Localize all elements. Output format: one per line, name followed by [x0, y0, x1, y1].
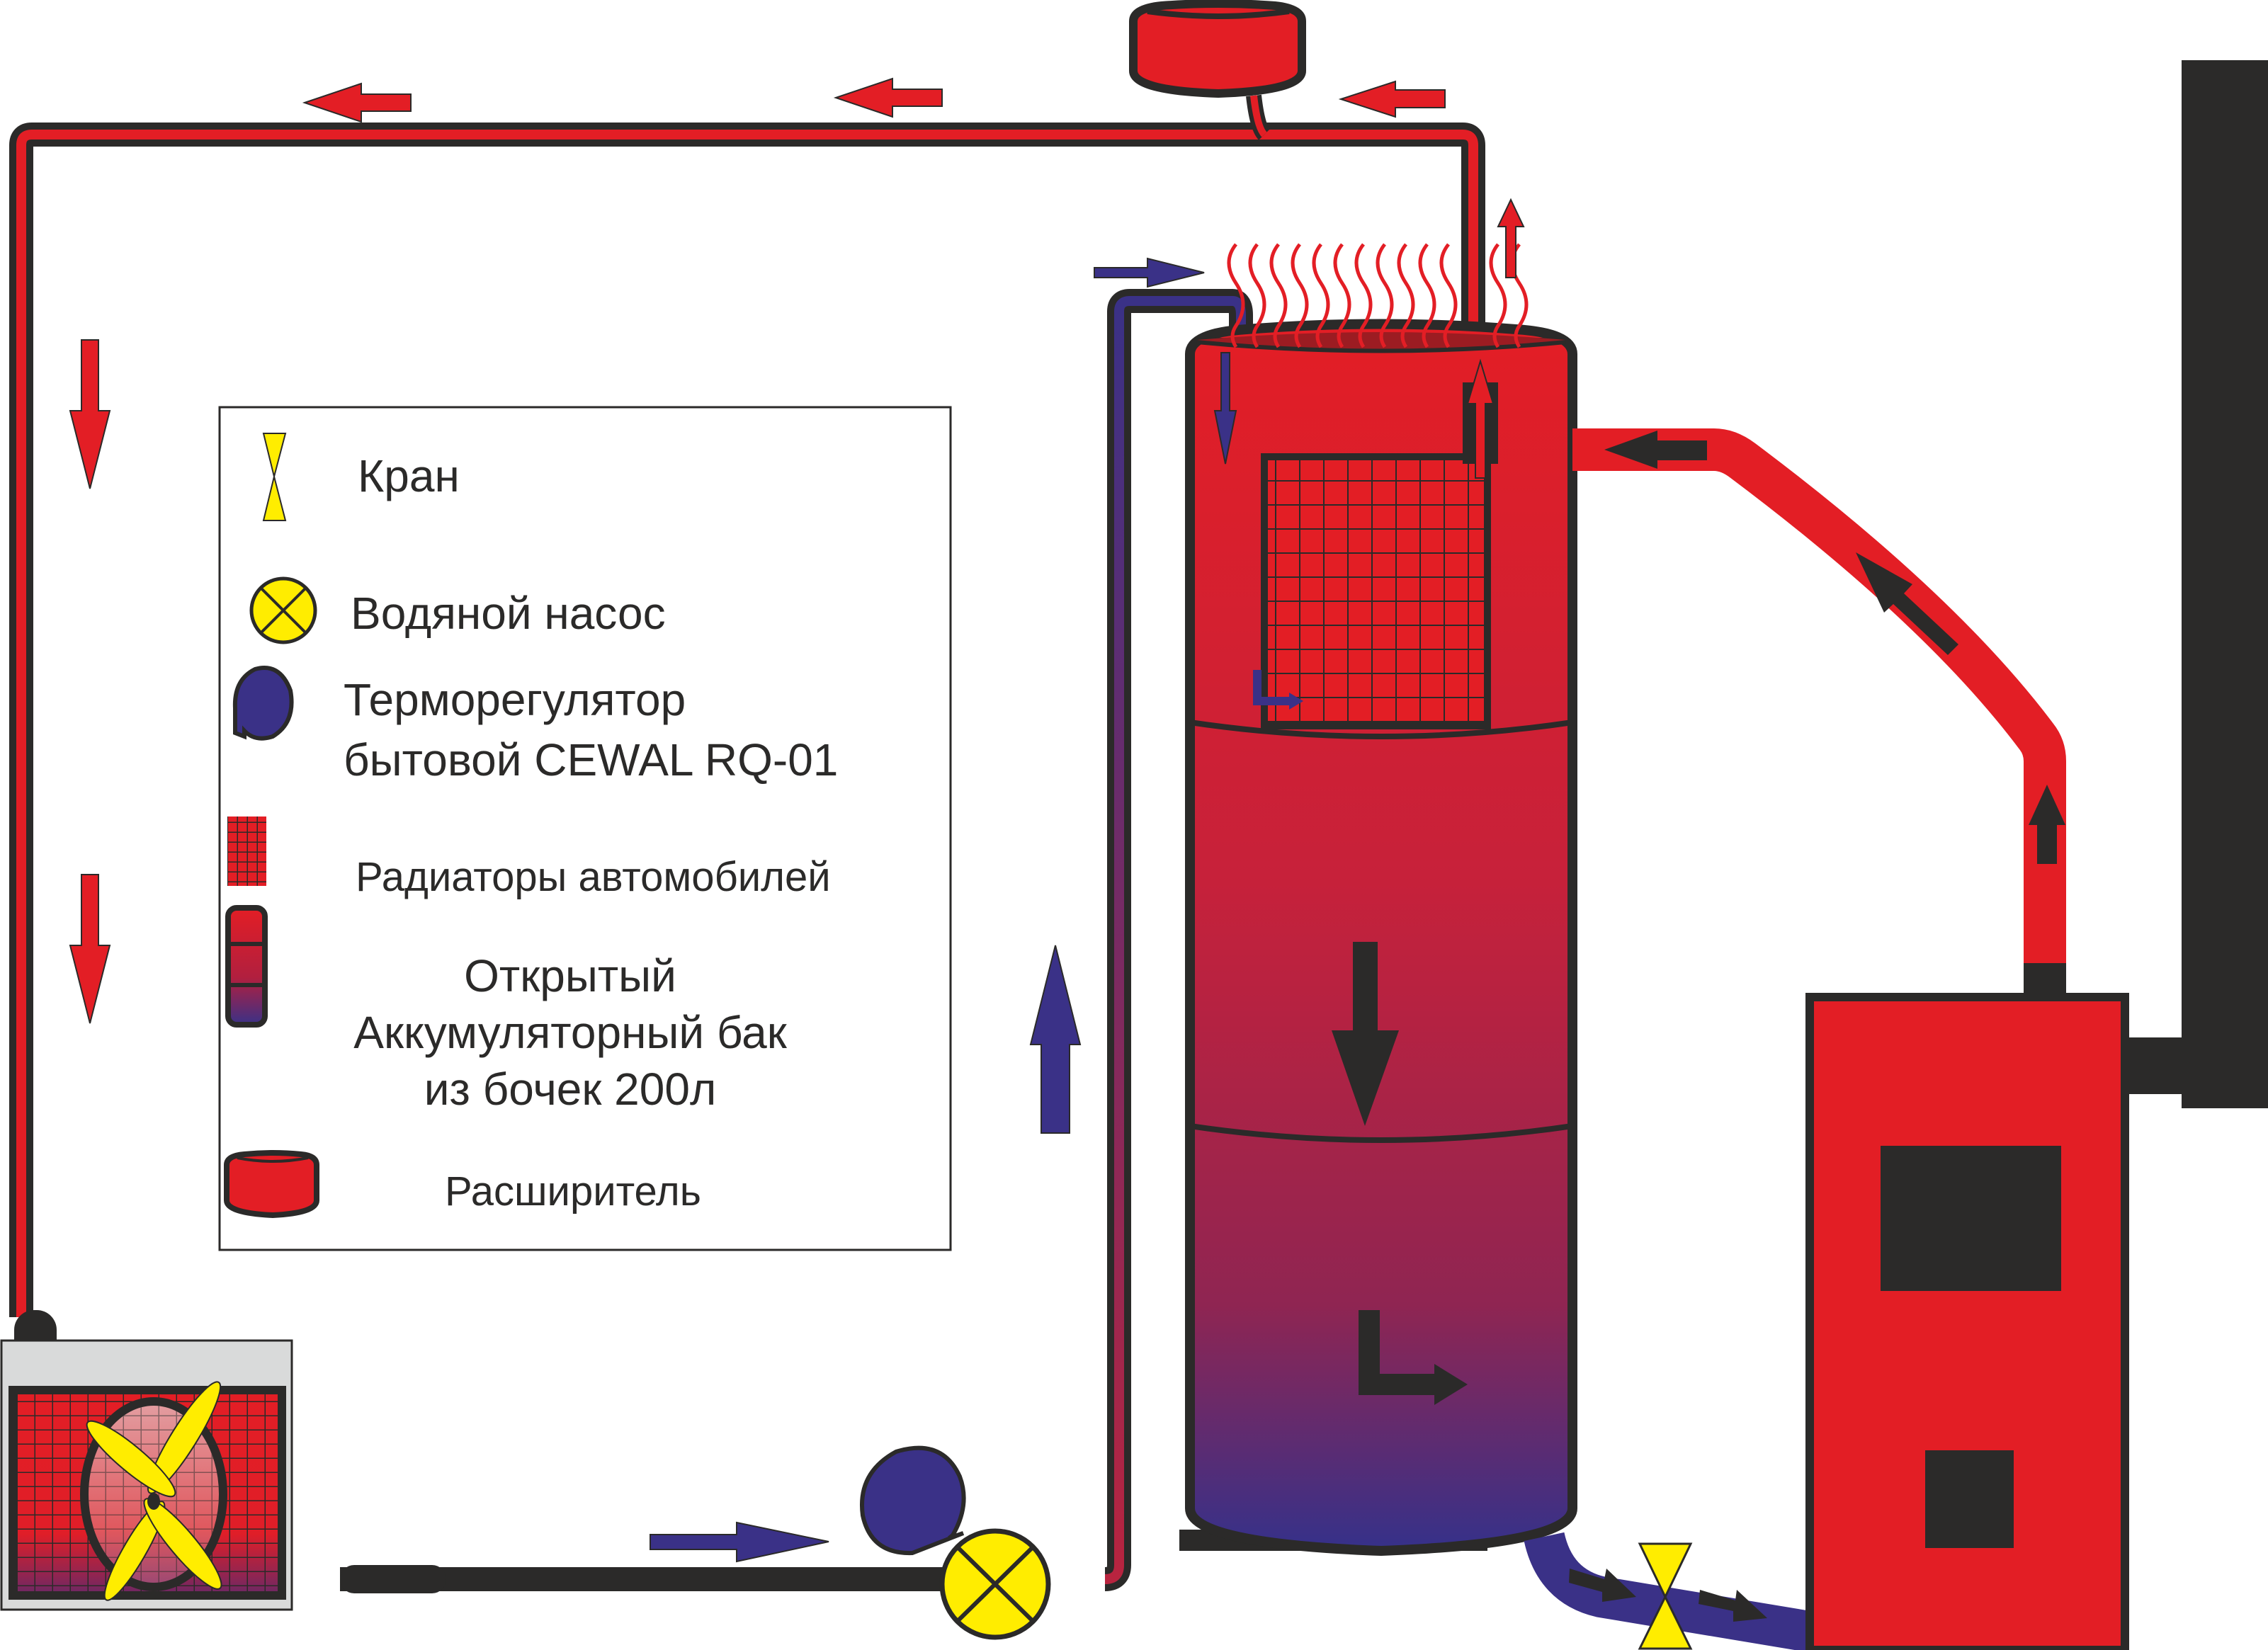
thermoregulator [860, 1445, 966, 1556]
legend-box [218, 406, 952, 1251]
flow-arrow-right-icon [1094, 257, 1205, 288]
valve [1638, 1542, 1693, 1650]
legend-label-tank-line-1: Открытый [464, 950, 676, 1001]
chimney [2118, 60, 2268, 1108]
legend-label-thermoregulator-line-2: бытовой CEWAL RQ-01 [344, 734, 838, 785]
flow-arrows-left [69, 339, 111, 1024]
water-pump [939, 1528, 1051, 1640]
valve-icon [262, 433, 287, 521]
legend-item-valve: Кран [262, 433, 460, 521]
legend: Кран Водяной насос Терморегулятор бытово… [218, 406, 952, 1251]
legend-label-valve: Кран [358, 450, 460, 501]
thermoregulator-icon [860, 1445, 966, 1556]
flow-arrow-up-left-icon [1856, 552, 1958, 655]
radiator-icon [227, 817, 266, 886]
flow-arrow-left-icon [1338, 80, 1446, 118]
legend-item-radiator: Радиаторы автомобилей [227, 817, 831, 900]
legend-item-tank: Открытый Аккумуляторный бак из бочек 200… [225, 905, 788, 1115]
flow-arrow-down-icon [69, 339, 111, 489]
boiler-supply-pipe [1572, 428, 2066, 1002]
boiler-door-lower [1925, 1450, 2014, 1548]
legend-label-thermoregulator-line-1: Терморегулятор [344, 674, 686, 725]
legend-label-tank-line-2: Аккумуляторный бак [353, 1007, 787, 1058]
legend-item-pump: Водяной насос [249, 576, 666, 644]
flow-arrow-up-icon [1466, 358, 1495, 479]
legend-item-thermoregulator: Терморегулятор бытовой CEWAL RQ-01 [232, 666, 838, 785]
accumulator-tank [1179, 319, 1577, 1557]
flow-arrow-corner-icon [1253, 670, 1289, 705]
boiler [1805, 993, 2129, 1650]
flow-arrow-down-icon [69, 874, 111, 1024]
legend-label-radiator: Радиаторы автомобилей [356, 854, 831, 900]
flow-arrow-down-icon [1332, 942, 1399, 1126]
fan-blades-icon [86, 1381, 222, 1601]
radiator-outlet-pipe [340, 1565, 956, 1593]
flow-arrow-left-icon [1604, 431, 1707, 469]
tank-icon [225, 905, 268, 1028]
flow-arrow-left-icon [302, 82, 412, 123]
legend-label-pump: Водяной насос [351, 588, 666, 639]
flow-arrow-right-icon [1699, 1590, 1767, 1622]
boiler-return-pipe [1524, 1532, 1817, 1650]
flow-arrow-right-icon [1569, 1569, 1636, 1602]
valve-icon [1638, 1542, 1693, 1650]
radiator-with-fan [0, 1339, 293, 1611]
expansion-tank-icon [224, 1150, 319, 1219]
flow-arrows-top [302, 77, 1446, 123]
flow-arrow-up-icon [2029, 785, 2065, 864]
expansion-tank [1129, 0, 1306, 140]
thermoregulator-icon [232, 666, 294, 741]
legend-label-expansion-tank: Расширитель [445, 1168, 701, 1214]
heat-waves [1227, 243, 1529, 348]
flow-arrow-corner-icon [1359, 1310, 1438, 1395]
boiler-door-upper [1881, 1146, 2061, 1291]
flow-arrow-up-icon [1497, 198, 1525, 278]
internal-radiator [1261, 453, 1491, 729]
flow-arrow-right-icon [650, 1521, 829, 1563]
flow-arrow-left-icon [833, 77, 943, 118]
legend-item-expansion-tank: Расширитель [224, 1150, 701, 1219]
legend-label-tank-line-3: из бочек 200л [424, 1064, 717, 1115]
flow-arrow-up-icon [1029, 945, 1082, 1134]
flow-arrow-down-icon [1213, 352, 1237, 465]
